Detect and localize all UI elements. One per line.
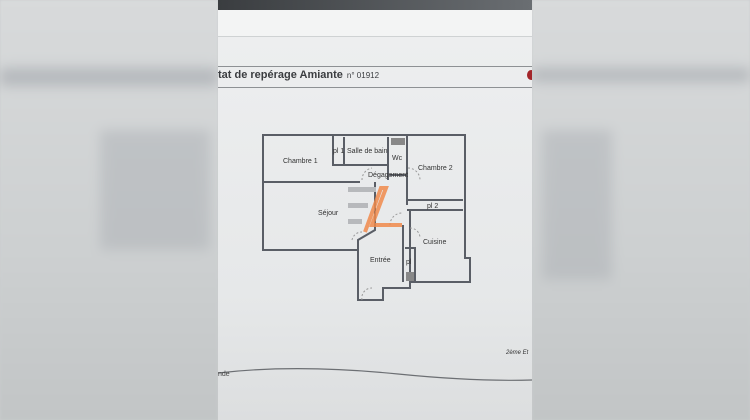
header-rule-top [218, 66, 532, 67]
wall-chambre1 [263, 135, 388, 183]
title-text: tat de repérage Amiante [218, 69, 343, 81]
room-label-pl: pl [406, 259, 412, 266]
room-label-chambre2: Chambre 2 [418, 165, 453, 172]
room-label-cuisine: Cuisine [423, 239, 446, 246]
wall-entree [402, 210, 411, 282]
page-edge [218, 10, 532, 37]
wall-pl2 [407, 199, 463, 211]
document-number: n° 01912 [346, 71, 380, 80]
room-label-pl1: pl 1 [333, 148, 344, 155]
hatched-duct-top [391, 138, 405, 145]
room-label-chambre1: Chambre 1 [283, 158, 318, 165]
room-label-pl2: pl 2 [427, 203, 438, 210]
watermark-logo [348, 186, 402, 233]
floor-level-label: 2ème Et [506, 350, 529, 356]
paper-fold-line [218, 367, 532, 381]
background-edge [218, 0, 532, 10]
hatched-duct-bottom [406, 272, 414, 281]
floor-plan: Chambre 1 pl 1 Salle de bain Wc Chambre … [218, 134, 532, 381]
logo-mark [527, 70, 532, 80]
room-label-sejour: Séjour [318, 210, 339, 217]
wall-pl [405, 247, 416, 282]
room-label-wc: Wc [392, 155, 403, 162]
partial-footer-text: nde [218, 371, 230, 378]
room-label-salle-de-bain: Salle de bain [347, 148, 388, 155]
blurred-background-left [0, 0, 218, 420]
wall-wc [387, 135, 408, 205]
room-label-degagement: Dégagement [368, 172, 408, 179]
blurred-background-right [532, 0, 750, 420]
room-label-entree: Entrée [370, 257, 391, 264]
header-rule-bottom [218, 87, 532, 88]
